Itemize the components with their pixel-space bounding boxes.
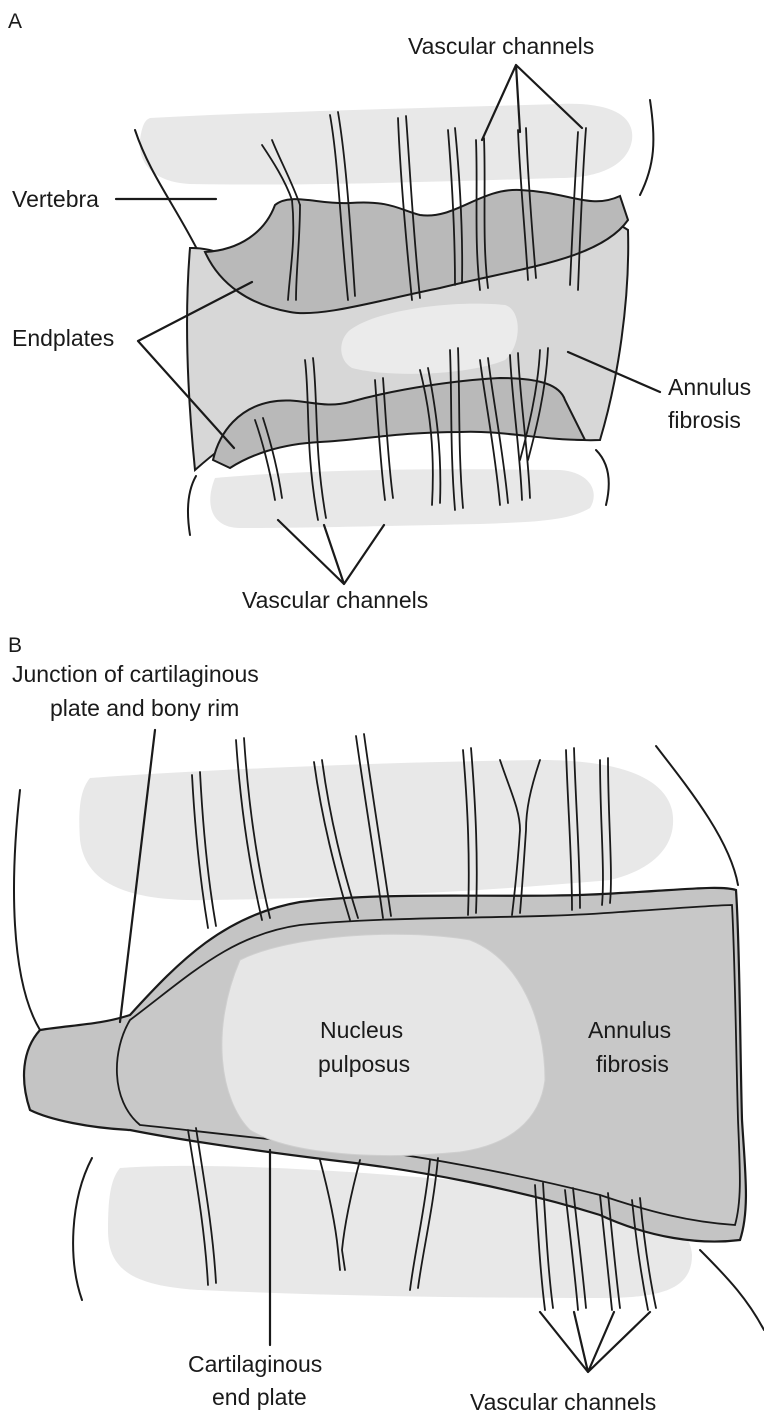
panel-a-label-endplates: Endplates — [12, 325, 114, 351]
panel-a-label-annulus-1: Annulus — [668, 374, 751, 400]
panel-b-label-junction-2: plate and bony rim — [50, 695, 239, 721]
panel-a-lower-vertebra-shade — [210, 469, 594, 528]
panel-b-label-annulus-1: Annulus — [588, 1017, 671, 1043]
panel-a-label-vertebra: Vertebra — [12, 186, 99, 212]
panel-b-label-junction-1: Junction of cartilaginous — [12, 661, 259, 687]
panel-a-label-vascular-top: Vascular channels — [408, 33, 594, 59]
panel-b-label-nucleus-2: pulposus — [318, 1051, 410, 1077]
panel-b-letter: B — [8, 634, 22, 657]
panel-b-label-cartilaginous-1: Cartilaginous — [188, 1351, 322, 1377]
panel-a-label-vascular-bottom: Vascular channels — [242, 587, 428, 613]
panel-b-label-annulus-2: fibrosis — [596, 1051, 669, 1077]
panel-b-label-cartilaginous-2: end plate — [212, 1384, 307, 1410]
panel-a: A — [8, 10, 751, 613]
panel-b-label-nucleus-1: Nucleus — [320, 1017, 403, 1043]
panel-b-upper-vertebra-shade — [79, 760, 673, 900]
panel-b-leader-vascular — [540, 1312, 650, 1372]
panel-a-label-annulus-2: fibrosis — [668, 407, 741, 433]
panel-b-label-vascular: Vascular channels — [470, 1389, 656, 1415]
panel-a-upper-vertebra-right — [640, 100, 653, 195]
panel-a-letter: A — [8, 10, 22, 33]
panel-b: B Junction of cartilaginous plate and bo… — [8, 634, 764, 1415]
panel-b-nucleus — [222, 934, 545, 1155]
panel-a-upper-vertebra-shade — [140, 104, 632, 185]
panel-a-leader-vascular-bottom — [278, 520, 384, 584]
